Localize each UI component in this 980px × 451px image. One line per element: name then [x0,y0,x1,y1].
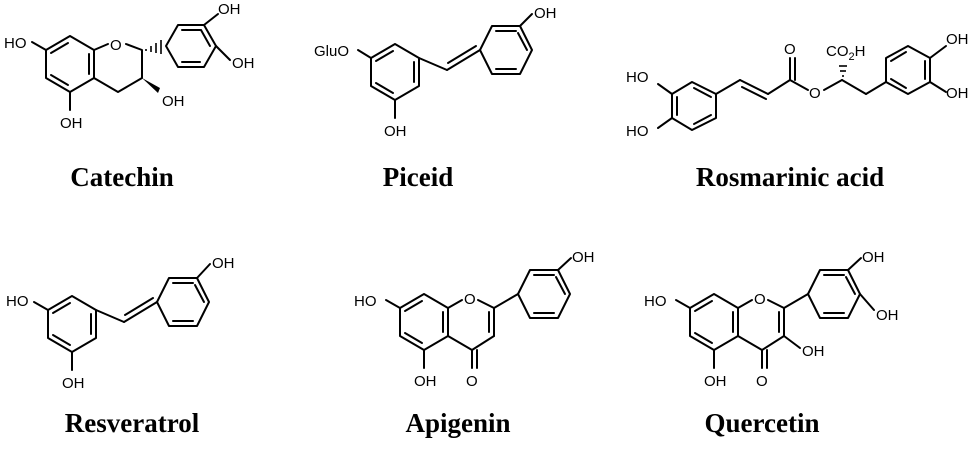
catechin-name: Catechin [70,162,174,192]
catechin-oh3-label: OH [162,93,185,110]
catechin-o-label: O [110,37,122,54]
resveratrol-ho-label: HO [6,293,29,310]
apigenin-oh5-label: OH [414,373,437,390]
apigenin-keto-o-label: O [466,373,478,390]
piceid-gluo-label: GluO [314,43,349,60]
rosmarinic-oh-bottom-label: OH [946,85,969,102]
resveratrol-oh-top-label: OH [212,255,235,272]
catechin-oh4p-label: OH [232,55,255,72]
apigenin-structure: HO O OH OH O Apigenin [354,249,595,438]
rosmarinic-ester-o-label: O [809,85,821,102]
catechin-ho-label: HO [4,35,27,52]
apigenin-ho-label: HO [354,293,377,310]
rosmarinic-name: Rosmarinic acid [696,162,884,192]
quercetin-oh5-label: OH [704,373,727,390]
apigenin-name: Apigenin [405,408,510,438]
piceid-name: Piceid [383,162,453,192]
rosmarinic-carbonyl-o-label: O [784,41,796,58]
piceid-oh-top-label: OH [534,5,557,22]
quercetin-oh3p-label: OH [862,249,885,266]
resveratrol-structure: HO OH OH Resveratrol [6,255,235,438]
rosmarinic-ho-bottom-label: HO [626,123,649,140]
quercetin-oh4p-label: OH [876,307,899,324]
apigenin-oh4p-label: OH [572,249,595,266]
catechin-oh5-label: OH [60,115,83,132]
quercetin-ring-o-label: O [754,291,766,308]
rosmarinic-ho-top-label: HO [626,69,649,86]
piceid-oh-bottom-label: OH [384,123,407,140]
quercetin-keto-o-label: O [756,373,768,390]
quercetin-structure: HO O OH OH OH OH O Quercetin [644,249,899,438]
resveratrol-oh-bottom-label: OH [62,375,85,392]
rosmarinic-oh-top-label: OH [946,31,969,48]
piceid-structure: GluO OH OH Piceid [314,5,557,192]
apigenin-ring-o-label: O [464,291,476,308]
rosmarinic-co2h-label: CO2H [826,43,865,63]
catechin-structure: HO O OH OH OH OH Catechin [4,1,255,192]
quercetin-oh3-label: OH [802,343,825,360]
rosmarinic-structure: HO HO O O CO2H OH OH Rosmarinic acid [626,31,969,192]
quercetin-name: Quercetin [705,408,820,438]
resveratrol-name: Resveratrol [65,408,200,438]
catechin-oh3p-label: OH [218,1,241,18]
quercetin-ho-label: HO [644,293,667,310]
